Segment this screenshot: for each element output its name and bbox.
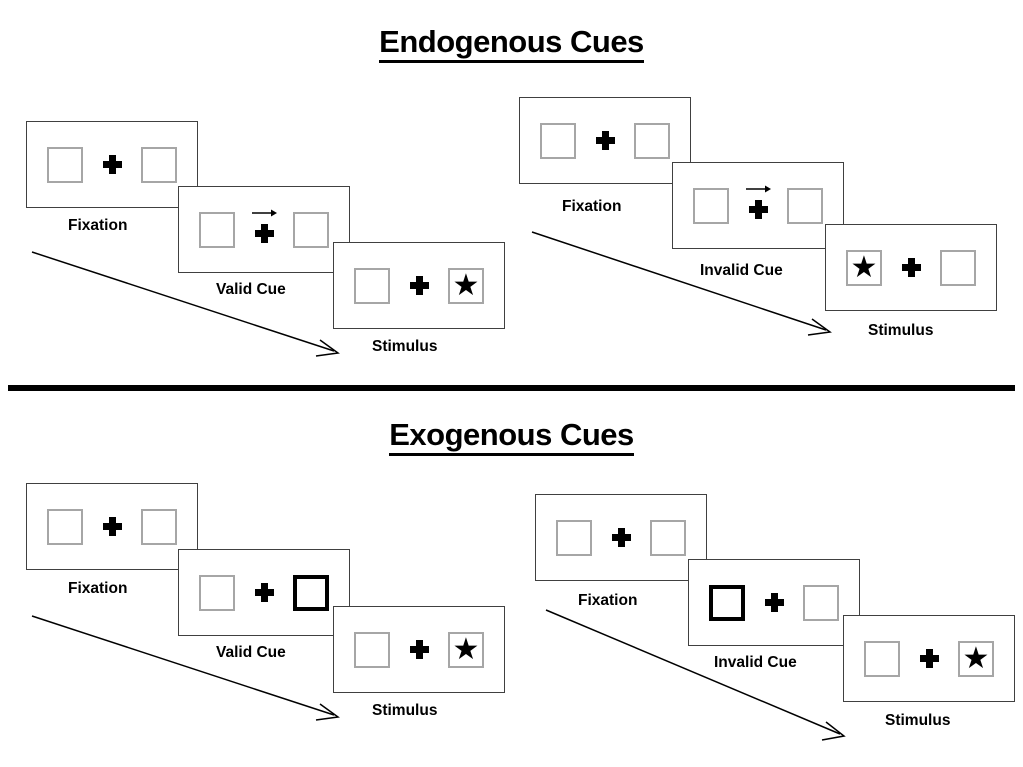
plus-icon [748,199,768,219]
panel-exogenous-invalid-fixation [535,494,707,581]
plus-icon [254,223,274,243]
box-left [199,574,235,611]
box-right [650,519,686,556]
fixation-cross-icon [745,583,803,623]
plus-icon [595,131,615,150]
panel-endogenous-invalid-cue [672,162,844,249]
panel-content: ★ [844,616,1014,701]
box-right [141,146,177,183]
caption-exogenous-invalid-fixation: Fixation [578,592,638,609]
plus-icon [611,528,631,547]
star-icon: ★ [962,640,990,676]
panel-exogenous-invalid-stimulus: ★ [843,615,1015,702]
fixation-cross-icon [576,121,634,161]
plus-icon [919,649,939,668]
caption-exogenous-invalid-stimulus: Stimulus [885,712,951,729]
panel-content [689,560,859,645]
caption-endogenous-invalid-stimulus: Stimulus [868,322,934,339]
section-title-endogenous: Endogenous Cues [0,24,1023,63]
fixation-cross-icon [235,573,293,613]
caption-exogenous-valid-stimulus: Stimulus [372,702,438,719]
box-right-cued [293,574,329,611]
star-icon: ★ [850,249,878,285]
panel-exogenous-valid-fixation [26,483,198,570]
caption-endogenous-valid-cue: Valid Cue [216,281,286,298]
panel-content [673,163,843,248]
plus-icon [102,517,122,536]
section-title-endogenous-text: Endogenous Cues [379,24,644,63]
fixation-cross-icon [83,507,141,547]
caption-endogenous-invalid-fixation: Fixation [562,198,622,215]
panel-content [27,484,197,569]
box-left [354,631,390,668]
box-right-with-star: ★ [448,267,484,304]
panel-endogenous-valid-stimulus: ★ [333,242,505,329]
panel-content [520,98,690,183]
caption-endogenous-valid-fixation: Fixation [68,217,128,234]
plus-icon [254,583,274,602]
box-left [693,187,729,224]
panel-content [179,187,349,272]
plus-icon [409,640,429,659]
panel-content [536,495,706,580]
plus-icon [102,155,122,174]
caption-exogenous-valid-fixation: Fixation [68,580,128,597]
box-left [556,519,592,556]
panel-exogenous-valid-cue [178,549,350,636]
box-right [141,508,177,545]
panel-exogenous-invalid-cue [688,559,860,646]
box-left [354,267,390,304]
box-right [634,122,670,159]
box-right [940,249,976,286]
fixation-cross-icon [900,639,958,679]
panel-endogenous-valid-fixation [26,121,198,208]
fixation-cross-icon [729,185,787,226]
fixation-cross-icon [592,518,650,558]
box-left [540,122,576,159]
box-right [293,211,329,248]
box-left [864,640,900,677]
panel-content [27,122,197,207]
cue-arrow-right-icon [252,209,277,216]
cue-arrow-right-icon [746,185,771,192]
star-icon: ★ [452,267,480,303]
section-divider [8,385,1015,391]
box-left [47,146,83,183]
section-title-exogenous-text: Exogenous Cues [389,417,634,456]
caption-endogenous-invalid-cue: Invalid Cue [700,262,783,279]
box-left-cued [709,584,745,621]
panel-content: ★ [826,225,996,310]
plus-icon [764,593,784,612]
box-right-with-star: ★ [958,640,994,677]
panel-endogenous-invalid-stimulus: ★ [825,224,997,311]
fixation-cross-icon [390,630,448,670]
plus-icon [409,276,429,295]
fixation-cross-icon [235,209,293,250]
box-right [803,584,839,621]
section-title-exogenous: Exogenous Cues [0,417,1023,456]
star-icon: ★ [452,631,480,667]
fixation-cross-icon [390,266,448,306]
box-left [199,211,235,248]
panel-exogenous-valid-stimulus: ★ [333,606,505,693]
box-left [47,508,83,545]
box-right [787,187,823,224]
plus-icon [901,258,921,277]
box-right-with-star: ★ [448,631,484,668]
panel-endogenous-invalid-fixation [519,97,691,184]
panel-content: ★ [334,607,504,692]
panel-content [179,550,349,635]
fixation-cross-icon [83,145,141,185]
fixation-cross-icon [882,248,940,288]
panel-endogenous-valid-cue [178,186,350,273]
caption-exogenous-invalid-cue: Invalid Cue [714,654,797,671]
caption-endogenous-valid-stimulus: Stimulus [372,338,438,355]
box-left-with-star: ★ [846,249,882,286]
caption-exogenous-valid-cue: Valid Cue [216,644,286,661]
panel-content: ★ [334,243,504,328]
